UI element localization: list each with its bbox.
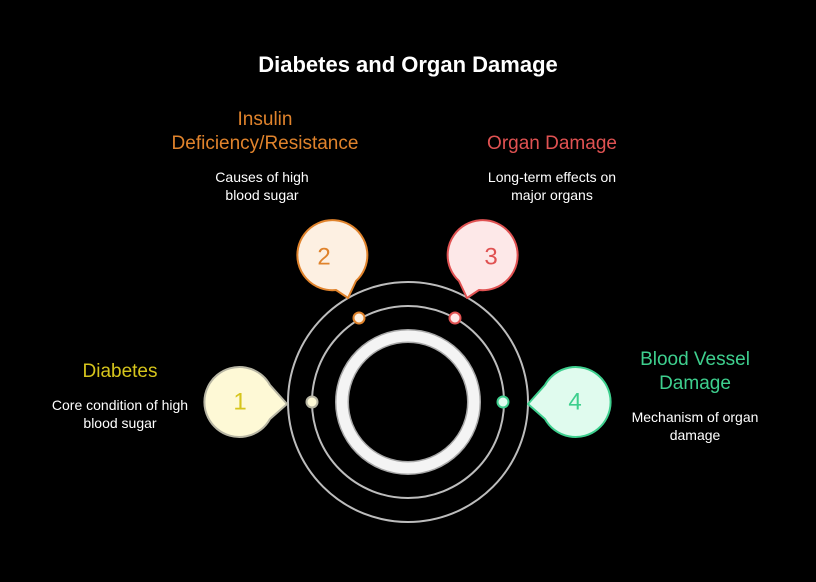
step-3-heading: Organ Damage: [487, 133, 617, 154]
bubble-2: 2: [296, 219, 369, 299]
bubble-1: 1: [203, 366, 288, 438]
outer-orbit: [287, 281, 529, 523]
step-2-description: Causes of high blood sugar: [215, 169, 309, 203]
step-4-heading: Blood Vessel Damage: [640, 349, 750, 394]
bubble-number-3: 3: [484, 244, 497, 271]
bubble-number-1: 1: [233, 389, 246, 416]
core-ring: [336, 330, 480, 474]
step-1-heading: Diabetes: [82, 361, 158, 382]
bubble-number-4: 4: [568, 389, 581, 416]
orbit-dot-2: [352, 311, 366, 325]
step-4-description: Mechanism of organ damage: [631, 409, 759, 443]
bubble-4: 4: [527, 366, 612, 438]
bubble-3: 3: [446, 219, 519, 299]
diagram-title: Diabetes and Organ Damage: [258, 52, 558, 77]
bubble-number-2: 2: [317, 244, 330, 271]
step-1-description: Core condition of high blood sugar: [51, 397, 189, 431]
orbit-dot-1: [305, 395, 319, 409]
orbit-dot-3: [448, 311, 462, 325]
step-2-heading: Insulin Deficiency/Resistance: [171, 109, 359, 154]
orbit-dot-4: [496, 395, 510, 409]
step-3-description: Long-term effects on major organs: [487, 169, 617, 203]
